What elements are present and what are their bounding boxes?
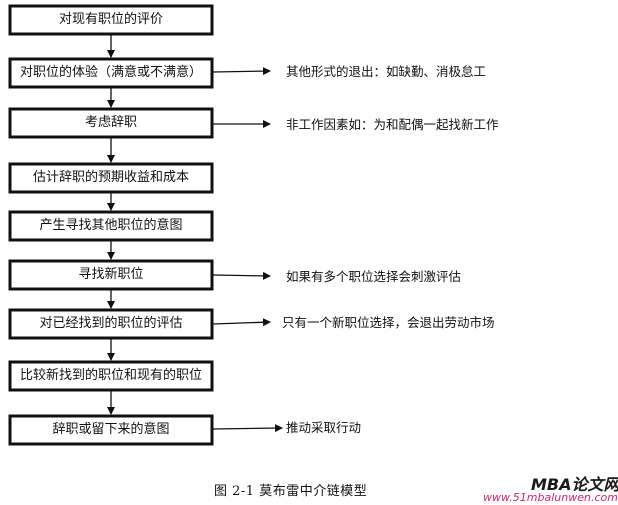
side-arrow-3 — [212, 271, 271, 280]
side-arrow-4 — [212, 318, 271, 327]
side-arrow-1 — [212, 67, 271, 76]
figure-caption: 图 2-1 莫布雷中介链模型 — [214, 484, 368, 499]
note-single-option: 只有一个新职位选择，会退出劳动市场 — [282, 315, 495, 330]
note-non-work-factors: 非工作因素如：为和配偶一起找新工作 — [286, 117, 499, 132]
step-box-6 — [8, 259, 214, 291]
step-label-9: 辞职或留下来的意图 — [52, 422, 170, 437]
watermark-url: www.51mbalunwen.com — [483, 491, 618, 504]
note-multiple-options: 如果有多个职位选择会刺激评估 — [286, 269, 462, 284]
step-label-5: 产生寻找其他职位的意图 — [39, 218, 183, 233]
step-box-4 — [8, 162, 214, 194]
step-box-8 — [8, 360, 214, 392]
step-label-1: 对现有职位的评价 — [58, 12, 163, 27]
step-box-3 — [8, 107, 214, 139]
step-box-1 — [8, 4, 214, 36]
watermark-title: MBA论文网 — [531, 475, 618, 494]
note-push-action: 推动采取行动 — [286, 420, 362, 435]
step-box-2 — [8, 57, 214, 89]
step-box-9 — [8, 414, 214, 446]
step-label-8: 比较新找到的职位和现有的职位 — [19, 368, 202, 383]
step-label-2: 对职位的体验（满意或不满意） — [19, 65, 202, 80]
note-other-exit: 其他形式的退出：如缺勤、消极怠工 — [286, 64, 487, 79]
step-box-7 — [8, 308, 214, 340]
step-box-5 — [8, 210, 214, 242]
step-label-4: 估计辞职的预期收益和成本 — [32, 170, 189, 185]
step-label-6: 寻找新职位 — [78, 267, 144, 282]
step-label-3: 考虑辞职 — [84, 115, 137, 130]
side-arrow-5 — [212, 424, 283, 433]
step-label-7: 对已经找到的职位的评估 — [39, 316, 183, 331]
